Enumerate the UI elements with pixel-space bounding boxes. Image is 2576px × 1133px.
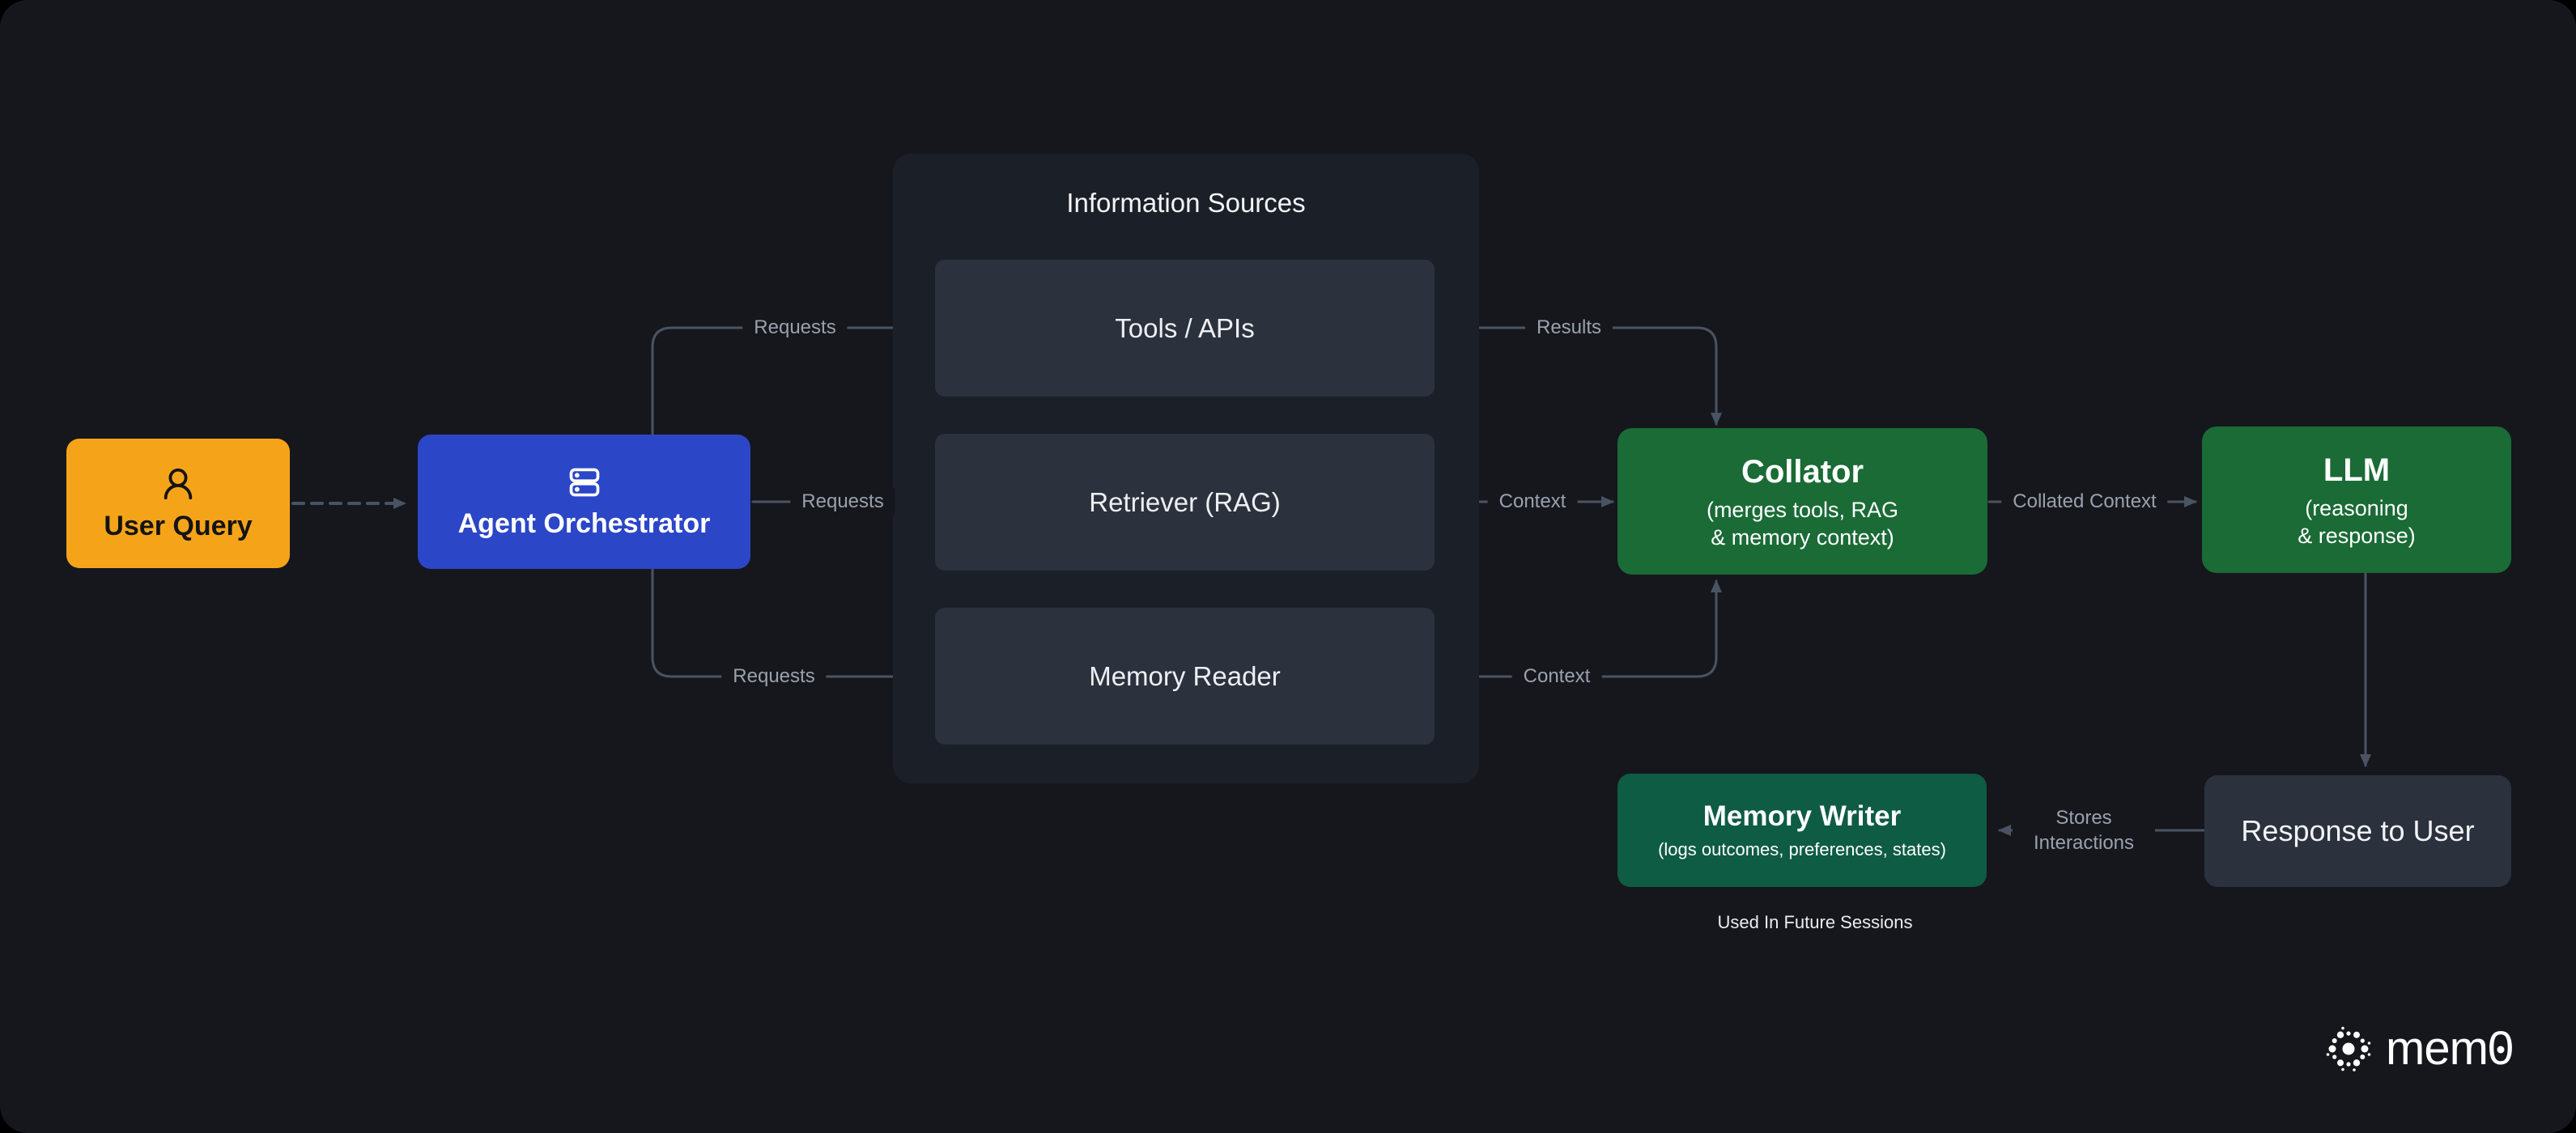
brand-name-zero: 0 <box>2488 1021 2513 1076</box>
user-query-label: User Query <box>104 511 252 542</box>
information-sources-panel: Information Sources Tools / APIs Retriev… <box>893 154 1479 783</box>
node-tools-apis: Tools / APIs <box>935 260 1435 397</box>
panel-title: Information Sources <box>893 188 1479 219</box>
server-stack-icon <box>567 465 602 500</box>
edge-label-requests-mid: Requests <box>790 488 895 516</box>
tools-apis-label: Tools / APIs <box>1115 313 1254 344</box>
node-collator: Collator (merges tools, RAG & memory con… <box>1617 428 1987 575</box>
llm-label: LLM <box>2323 452 2390 489</box>
edge-label-stores-interactions: Stores Interactions <box>2013 803 2155 858</box>
collator-sublabel: (merges tools, RAG & memory context) <box>1707 497 1898 552</box>
mem0-burst-icon <box>2323 1023 2374 1075</box>
edge-label-requests-bottom: Requests <box>721 663 826 690</box>
brand-logo: mem0 <box>2323 1021 2513 1076</box>
brand-name-prefix: mem <box>2386 1021 2488 1076</box>
edge-label-context-bottom: Context <box>1512 663 1602 690</box>
collator-label: Collator <box>1741 454 1864 490</box>
node-memory-reader: Memory Reader <box>935 608 1435 745</box>
memory-writer-sublabel: (logs outcomes, preferences, states) <box>1658 839 1946 860</box>
response-to-user-label: Response to User <box>2241 814 2474 848</box>
agent-orchestrator-label: Agent Orchestrator <box>458 508 711 540</box>
llm-sublabel: (reasoning & response) <box>2298 495 2416 550</box>
memory-writer-label: Memory Writer <box>1703 800 1901 833</box>
edge-label-context-mid: Context <box>1488 488 1578 516</box>
node-retriever-rag: Retriever (RAG) <box>935 434 1435 571</box>
user-icon <box>159 465 197 503</box>
edge-label-requests-top: Requests <box>742 314 847 342</box>
node-llm: LLM (reasoning & response) <box>2202 426 2511 573</box>
edge-label-collated-context: Collated Context <box>2001 488 2167 516</box>
edge-label-results: Results <box>1525 314 1613 342</box>
node-memory-writer: Memory Writer (logs outcomes, preference… <box>1617 774 1987 887</box>
note-used-in-future-sessions: Used In Future Sessions <box>1718 912 1913 933</box>
memory-reader-label: Memory Reader <box>1089 661 1281 692</box>
node-response-to-user: Response to User <box>2204 775 2511 887</box>
node-agent-orchestrator: Agent Orchestrator <box>418 435 750 569</box>
retriever-rag-label: Retriever (RAG) <box>1089 487 1281 518</box>
node-user-query: User Query <box>66 439 290 568</box>
brand-name: mem0 <box>2386 1021 2513 1076</box>
